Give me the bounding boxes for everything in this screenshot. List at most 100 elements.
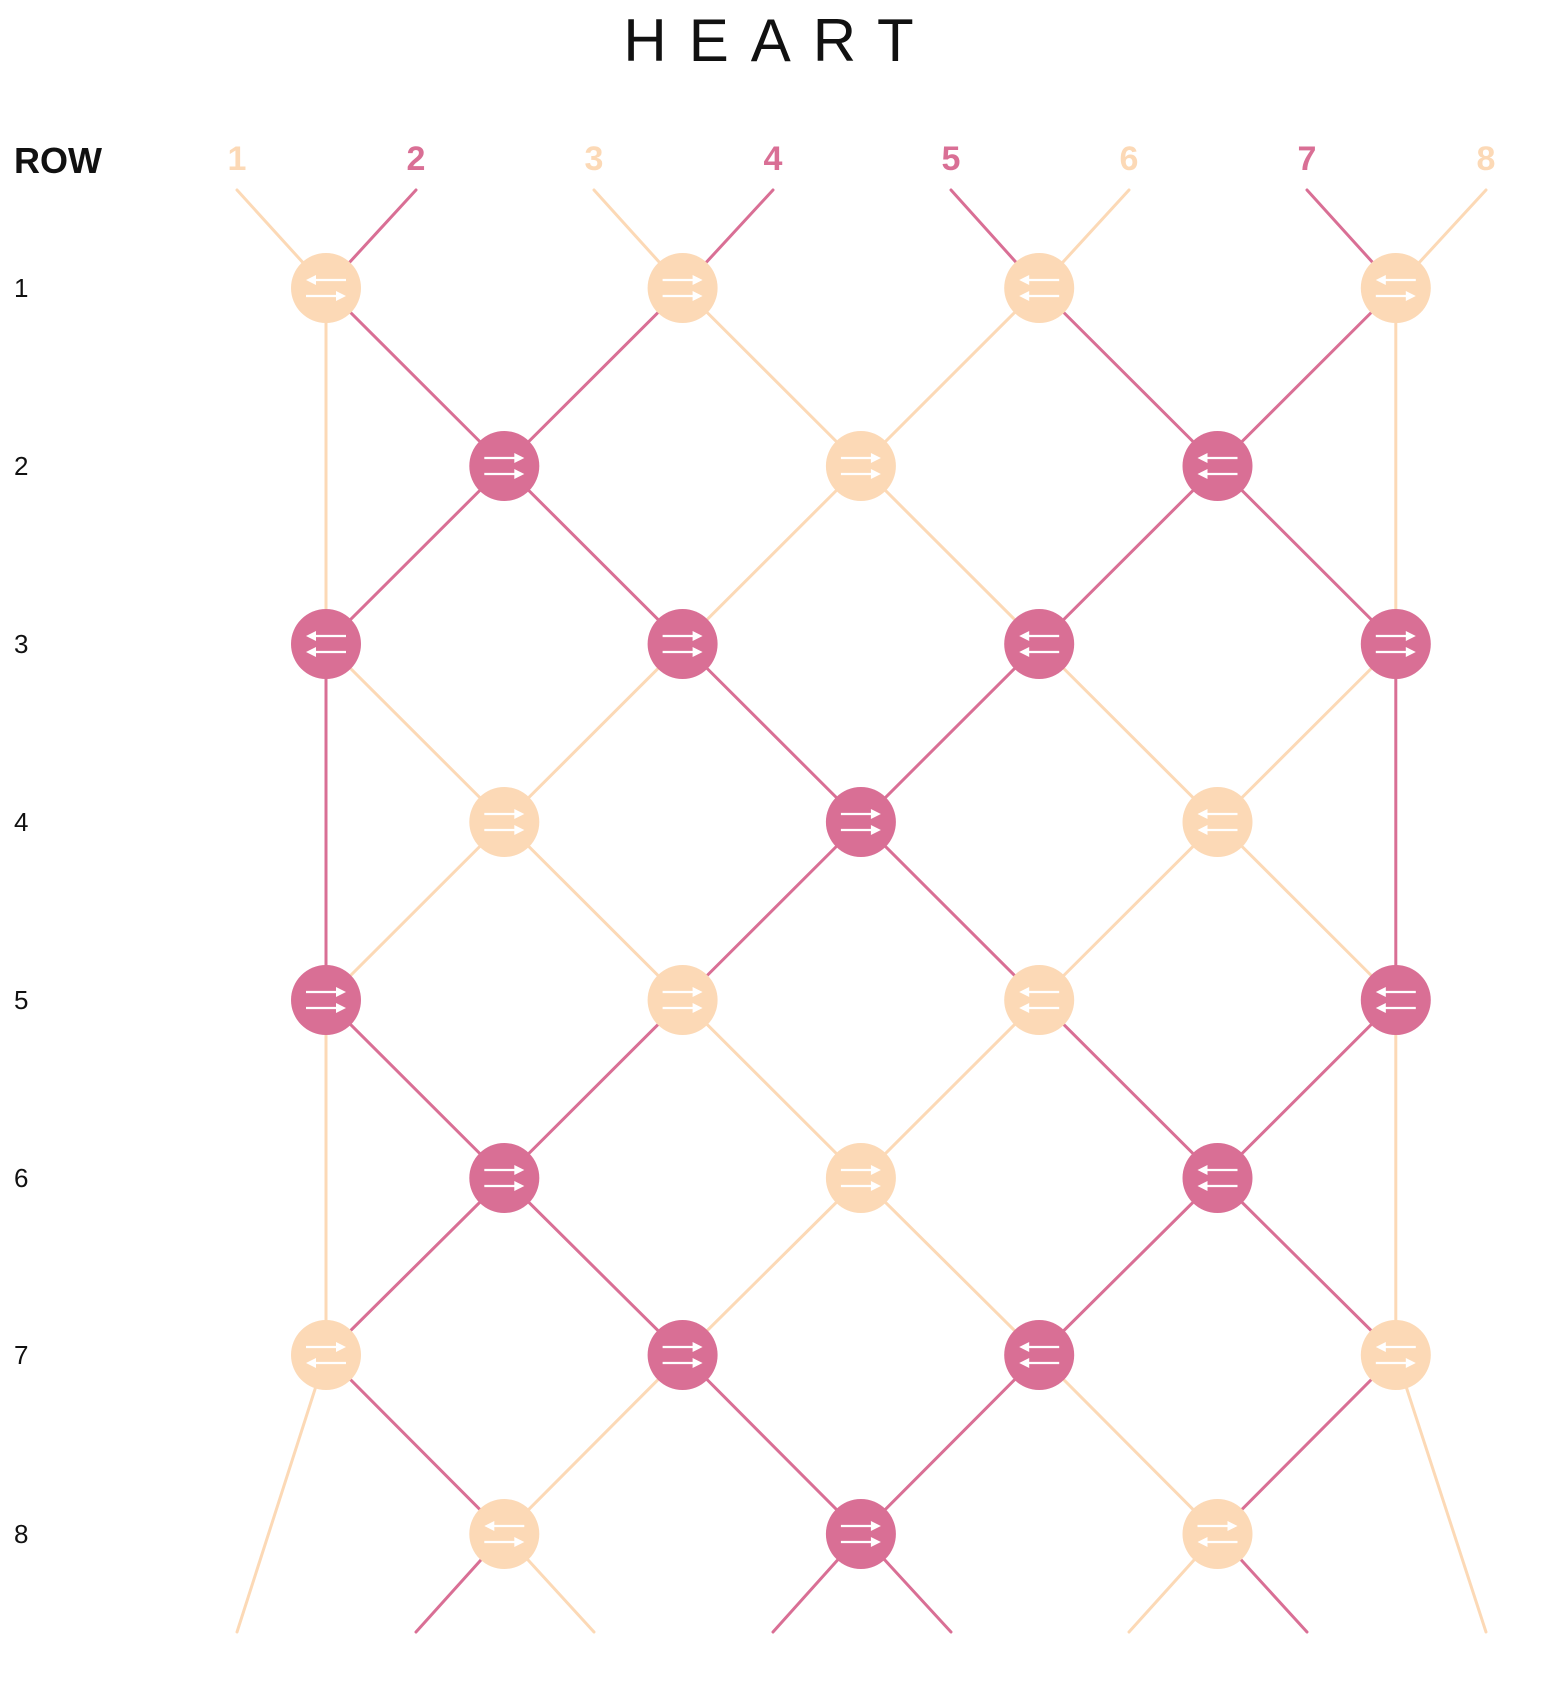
arrow-left-icon [306, 647, 316, 657]
string-number-label: 5 [941, 140, 961, 178]
arrow-left-icon [484, 1521, 495, 1531]
knot[interactable] [1182, 1499, 1253, 1569]
knot-circle [291, 965, 361, 1035]
arrow-right-icon [1405, 1358, 1416, 1368]
arrow-right-icon [1405, 291, 1416, 301]
arrow-left-icon [1019, 275, 1030, 285]
knot-circle [647, 1320, 718, 1390]
thread-segment [502, 642, 685, 824]
string-number-label: 8 [1476, 140, 1496, 178]
row-number-label: 2 [14, 451, 29, 481]
arrow-right-icon [514, 1537, 525, 1547]
knot[interactable] [469, 1143, 540, 1213]
thread-segment [1216, 286, 1398, 468]
thread-segment [235, 1353, 328, 1634]
knot-circle [1360, 1320, 1431, 1390]
thread-segment [1216, 1176, 1398, 1357]
pattern-title: HEART [623, 7, 936, 74]
knot[interactable] [1004, 965, 1075, 1035]
knot[interactable] [1360, 609, 1431, 679]
arrow-left-icon [1019, 1358, 1030, 1368]
arrow-right-icon [870, 809, 881, 819]
knot[interactable] [647, 253, 718, 323]
arrow-right-icon [870, 825, 881, 835]
knot-circle [291, 253, 361, 323]
thread-segment [1216, 998, 1398, 1180]
knot[interactable] [1360, 965, 1431, 1035]
row-number-label: 4 [14, 807, 29, 837]
thread-segment [1216, 1353, 1398, 1536]
row-number-label: 5 [14, 985, 29, 1015]
knot[interactable] [825, 787, 896, 857]
knot[interactable] [825, 431, 896, 501]
knot[interactable] [1182, 1143, 1253, 1213]
knot[interactable] [1004, 609, 1075, 679]
knot[interactable] [1182, 431, 1253, 501]
knot[interactable] [469, 431, 540, 501]
thread-segment [859, 1353, 1041, 1536]
thread-segment [681, 642, 863, 824]
knot-circle [469, 431, 540, 501]
arrow-left-icon [1019, 631, 1030, 641]
knot[interactable] [647, 1320, 718, 1390]
arrow-right-icon [692, 1003, 703, 1013]
arrow-right-icon [870, 453, 881, 463]
knot-circle [1004, 253, 1075, 323]
arrow-left-icon [1019, 647, 1030, 657]
string-number-label: 3 [584, 140, 604, 178]
thread-segment [681, 286, 863, 468]
knot-circle [1182, 1143, 1253, 1213]
row-number-label: 8 [14, 1519, 29, 1549]
arrow-left-icon [1375, 275, 1386, 285]
arrow-left-icon [1197, 1537, 1208, 1547]
knot[interactable] [291, 253, 361, 323]
thread-segment [859, 1176, 1041, 1357]
knot[interactable] [1182, 787, 1253, 857]
knot[interactable] [469, 787, 540, 857]
arrow-right-icon [1405, 631, 1416, 641]
knot[interactable] [647, 609, 718, 679]
thread-segment [1394, 1353, 1488, 1634]
knot-circle [469, 1499, 540, 1569]
row-number-label: 3 [14, 629, 29, 659]
thread-segment [324, 1176, 506, 1357]
knot[interactable] [1004, 1320, 1075, 1390]
arrow-right-icon [514, 469, 525, 479]
knot[interactable] [291, 965, 361, 1035]
arrow-right-icon [336, 987, 346, 997]
knot[interactable] [469, 1499, 540, 1569]
thread-segment [1037, 820, 1219, 1002]
thread-segment [681, 998, 863, 1180]
knot[interactable] [825, 1143, 896, 1213]
knot[interactable] [1360, 1320, 1431, 1390]
row-number-label: 1 [14, 273, 29, 303]
string-number-label: 2 [406, 140, 426, 178]
thread-segment [1037, 1176, 1219, 1357]
thread-segment [324, 642, 506, 824]
knot-circle [647, 609, 718, 679]
thread-segment [1216, 642, 1398, 824]
arrow-left-icon [1197, 469, 1208, 479]
arrow-right-icon [514, 809, 525, 819]
string-number-label: 1 [227, 140, 247, 178]
knot[interactable] [291, 1320, 361, 1390]
thread-segment [859, 998, 1041, 1180]
knot-circle [1360, 253, 1431, 323]
arrow-right-icon [692, 647, 703, 657]
knot[interactable] [825, 1499, 896, 1569]
knot[interactable] [647, 965, 718, 1035]
knot-circle [647, 965, 718, 1035]
knot[interactable] [1004, 253, 1075, 323]
arrow-right-icon [692, 1358, 703, 1368]
thread-segment [1037, 286, 1219, 468]
arrow-right-icon [692, 1342, 703, 1352]
knot[interactable] [1360, 253, 1431, 323]
arrow-right-icon [870, 1537, 881, 1547]
knot-circle [1182, 1499, 1253, 1569]
arrow-left-icon [1375, 1342, 1386, 1352]
thread-segment [502, 998, 685, 1180]
knot[interactable] [291, 609, 361, 679]
string-number-label: 7 [1297, 140, 1317, 178]
string-number-label: 6 [1119, 140, 1139, 178]
